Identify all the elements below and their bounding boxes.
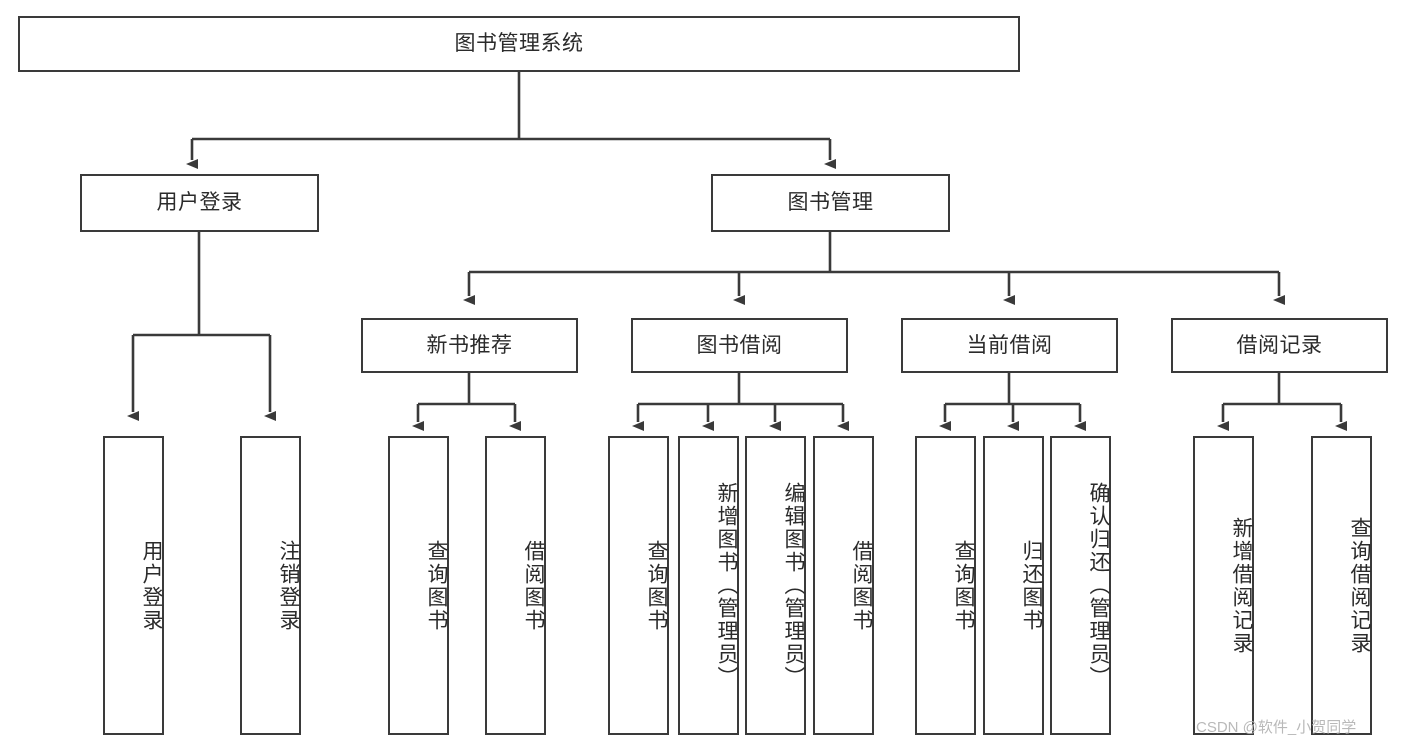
node-root-label: 图书管理系统 (454, 32, 584, 56)
node-leaf-edit-book-label: 编辑图书（管理员） (782, 482, 805, 689)
node-leaf-query-book-2-label: 查询图书 (645, 539, 668, 632)
node-current-borrow-label: 当前借阅 (966, 333, 1053, 357)
node-root[interactable]: 图书管理系统 (18, 16, 1020, 72)
node-leaf-borrow-book-2[interactable]: 借阅图书 (813, 436, 874, 735)
node-leaf-return-book-label: 归还图书 (1020, 539, 1043, 632)
node-borrow-record-label: 借阅记录 (1236, 333, 1323, 357)
node-new-book-recommend[interactable]: 新书推荐 (361, 318, 578, 373)
node-leaf-user-login[interactable]: 用户登录 (103, 436, 164, 735)
node-leaf-logout-login-label: 注销登录 (277, 539, 300, 632)
node-leaf-query-record-label: 查询借阅记录 (1348, 516, 1371, 655)
node-book-borrow[interactable]: 图书借阅 (631, 318, 848, 373)
node-leaf-query-book-2[interactable]: 查询图书 (608, 436, 669, 735)
node-leaf-query-book-3[interactable]: 查询图书 (915, 436, 976, 735)
node-leaf-add-record[interactable]: 新增借阅记录 (1193, 436, 1254, 735)
node-current-borrow[interactable]: 当前借阅 (901, 318, 1118, 373)
watermark: CSDN @软件_小贺同学 (1196, 719, 1357, 736)
node-leaf-borrow-book-2-label: 借阅图书 (850, 539, 873, 632)
node-book-borrow-label: 图书借阅 (696, 333, 783, 357)
node-leaf-confirm-return-label: 确认归还（管理员） (1087, 482, 1110, 689)
node-leaf-borrow-book-1[interactable]: 借阅图书 (485, 436, 546, 735)
node-user-login-label: 用户登录 (156, 191, 243, 215)
node-leaf-logout-login[interactable]: 注销登录 (240, 436, 301, 735)
node-leaf-borrow-book-1-label: 借阅图书 (522, 539, 545, 632)
node-leaf-query-book-1[interactable]: 查询图书 (388, 436, 449, 735)
node-leaf-user-login-label: 用户登录 (140, 539, 163, 632)
node-leaf-add-book[interactable]: 新增图书（管理员） (678, 436, 739, 735)
node-leaf-query-book-1-label: 查询图书 (425, 539, 448, 632)
node-leaf-return-book[interactable]: 归还图书 (983, 436, 1044, 735)
node-book-manage-label: 图书管理 (787, 191, 874, 215)
node-book-manage[interactable]: 图书管理 (711, 174, 950, 232)
node-leaf-add-book-label: 新增图书（管理员） (715, 482, 738, 689)
node-user-login[interactable]: 用户登录 (80, 174, 319, 232)
node-leaf-add-record-label: 新增借阅记录 (1230, 516, 1253, 655)
node-borrow-record[interactable]: 借阅记录 (1171, 318, 1388, 373)
node-leaf-confirm-return[interactable]: 确认归还（管理员） (1050, 436, 1111, 735)
node-leaf-edit-book[interactable]: 编辑图书（管理员） (745, 436, 806, 735)
node-leaf-query-record[interactable]: 查询借阅记录 (1311, 436, 1372, 735)
node-new-book-recommend-label: 新书推荐 (426, 333, 513, 357)
node-leaf-query-book-3-label: 查询图书 (952, 539, 975, 632)
